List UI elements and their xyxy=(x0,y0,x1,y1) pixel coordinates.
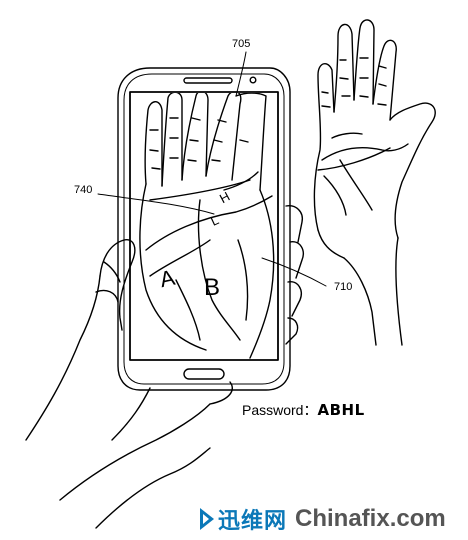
phone xyxy=(117,67,291,391)
watermark-english: Chinafix.com xyxy=(295,505,446,532)
watermark: 迅维网 Chinafix.com xyxy=(192,498,468,540)
holding-hand xyxy=(25,205,304,529)
password-label: Password： xyxy=(242,402,318,418)
reference-label-740: 740 xyxy=(74,184,93,196)
screen-palm xyxy=(139,93,275,359)
leader-lines xyxy=(97,51,327,287)
home-button xyxy=(183,368,225,380)
watermark-chinese: 迅维网 xyxy=(218,509,288,534)
speaker-grille xyxy=(183,77,233,84)
play-arrow-icon xyxy=(200,508,214,530)
reference-label-710: 710 xyxy=(334,281,353,293)
reference-label-705: 705 xyxy=(232,38,251,50)
screen-letter-b: B xyxy=(204,274,221,301)
password-caption: Password：ABHL xyxy=(242,400,365,420)
reference-hand xyxy=(313,19,436,346)
phone-screen xyxy=(129,91,279,361)
password-value: ABHL xyxy=(317,401,365,419)
front-camera xyxy=(249,76,257,84)
